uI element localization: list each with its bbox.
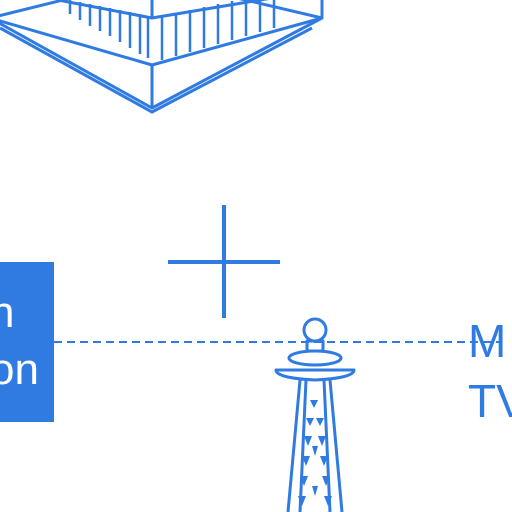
- location-box-line1: n: [0, 288, 15, 337]
- tower-label-line1: M: [468, 315, 507, 367]
- building-stripes: [68, 0, 276, 60]
- crosshair-icon: [168, 205, 280, 318]
- tv-tower-icon: [274, 317, 356, 512]
- location-box-line2: on: [0, 345, 39, 394]
- tower-label-line2: TV: [468, 375, 512, 427]
- tv-tower-lattice: [298, 400, 332, 506]
- location-box: n on: [0, 262, 54, 422]
